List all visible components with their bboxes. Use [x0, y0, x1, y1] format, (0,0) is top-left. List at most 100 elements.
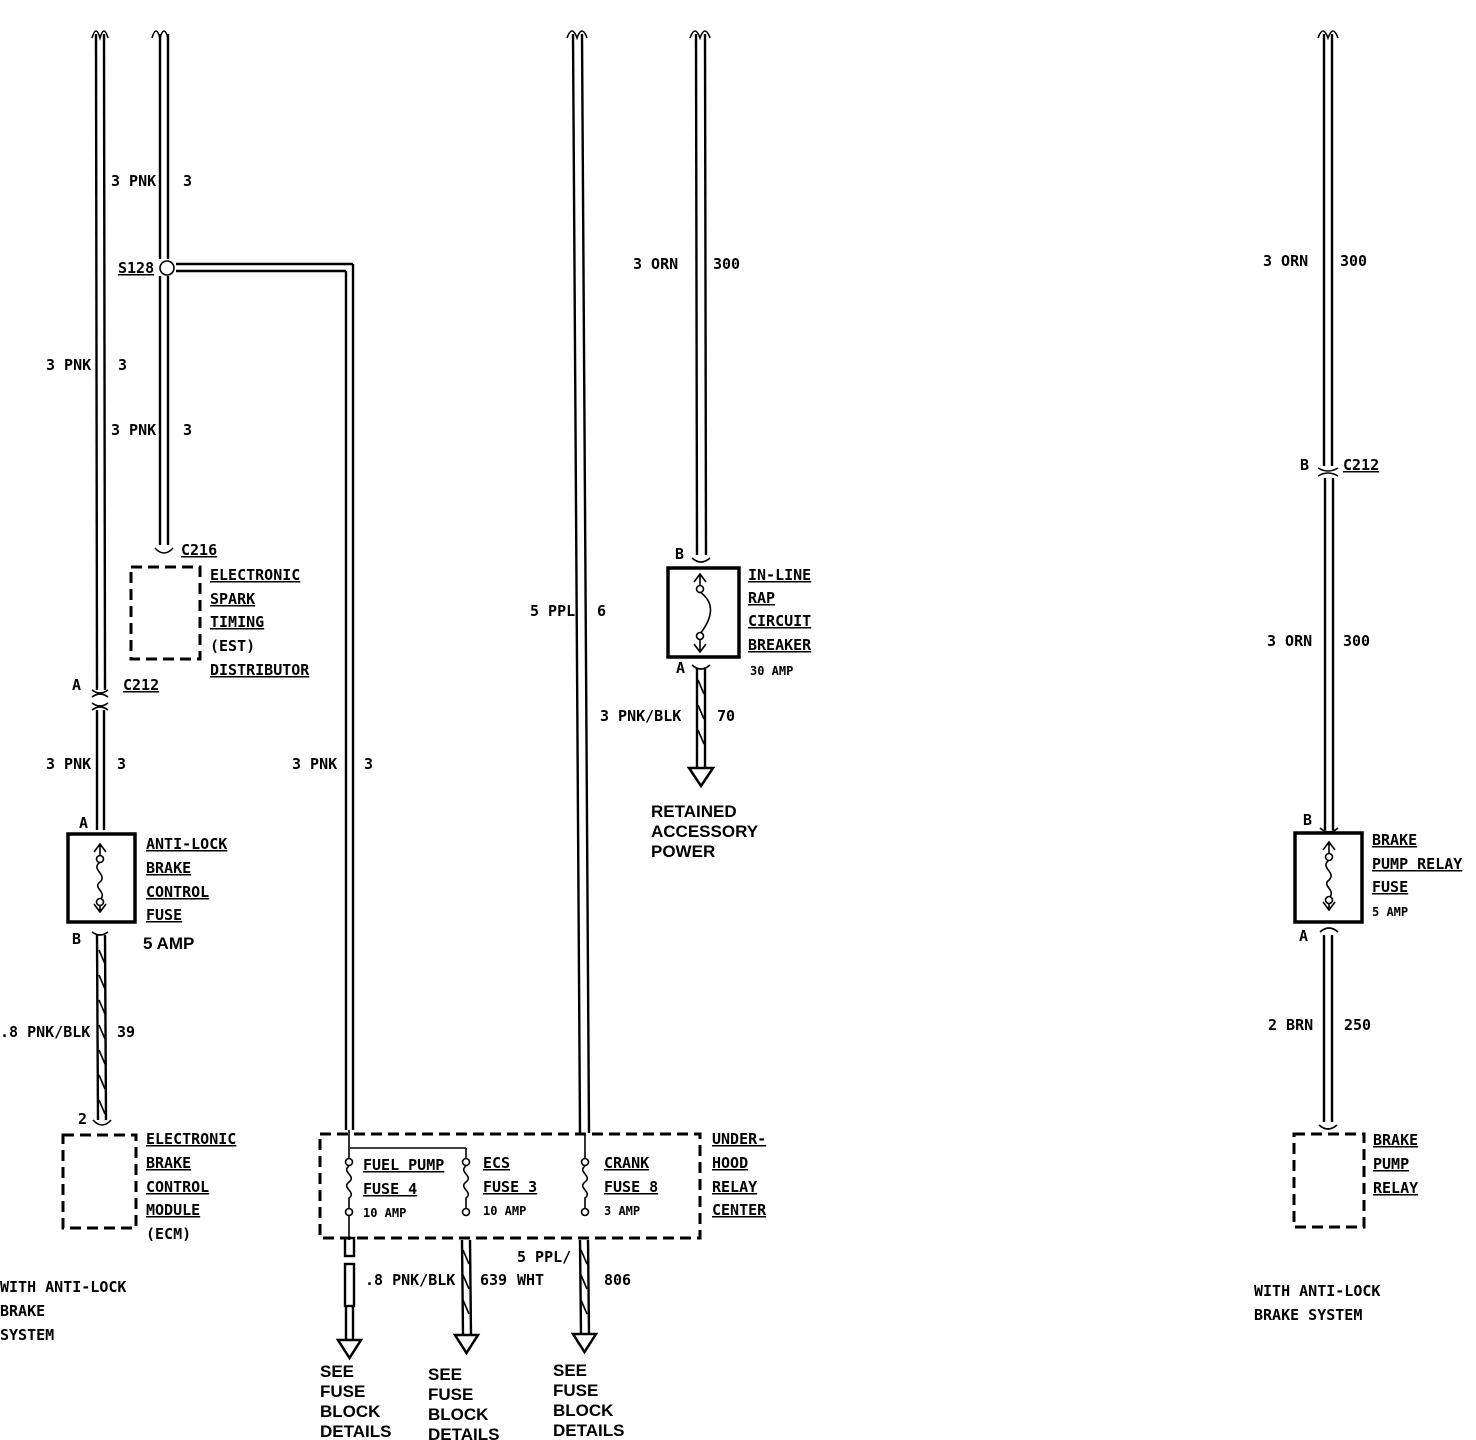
left-note-2: BRAKE	[0, 1302, 45, 1320]
c212-left-label: C212	[123, 676, 159, 694]
bpr-fuse-label-1: BRAKE	[1372, 831, 1417, 849]
see-fuse-3-line3: BLOCK	[553, 1401, 614, 1420]
ebcm-label-4: MODULE	[146, 1201, 200, 1219]
c212-right-label: C212	[1343, 456, 1379, 474]
urc-fuel-out-circuit: 639	[480, 1271, 507, 1289]
fuel-pump-fuse-symbol	[344, 1130, 354, 1240]
bpr-fuse-terminal-top	[1324, 852, 1334, 862]
left-note-3: SYSTEM	[0, 1326, 54, 1344]
urc-output-fuel-pump	[335, 1236, 364, 1361]
est-distributor-box	[129, 565, 202, 661]
w1-mid-gauge-label: 3 PNK	[46, 755, 91, 773]
wire-circuit-3-left	[91, 30, 109, 830]
ecs-fuse-label-2: FUSE 3	[483, 1178, 537, 1196]
rap-breaker-box	[666, 566, 741, 659]
w5-top-circuit: 300	[713, 255, 740, 273]
wire-circuit-70	[686, 664, 716, 789]
wire-circuit-250	[1318, 927, 1339, 1130]
urc-output-crank	[570, 1239, 599, 1355]
ecs-fuse-symbol	[461, 1148, 471, 1217]
rap-pin-top: B	[675, 545, 684, 563]
c212-right-connector-symbol	[1317, 467, 1339, 477]
urc-crank-out-circuit: 806	[604, 1271, 631, 1289]
ebcm-pin: 2	[78, 1110, 87, 1128]
urc-crank-out-gauge-1: 5 PPL/	[517, 1248, 571, 1266]
rap-breaker-symbol	[693, 572, 712, 654]
urc-label-1: UNDER-	[712, 1130, 766, 1148]
c216-label: C216	[181, 541, 217, 559]
abs-fuse-label-2: BRAKE	[146, 859, 191, 877]
wire-break-symbol	[91, 30, 109, 41]
urc-output-ecs	[452, 1239, 481, 1356]
w2-top-circuit: 3	[183, 172, 192, 190]
w4-gauge: 5 PPL	[530, 602, 575, 620]
urc-label-4: CENTER	[712, 1201, 767, 1219]
ebcm-box	[61, 1133, 138, 1230]
w1-fuse-out-gauge: .8 PNK/BLK	[0, 1023, 90, 1041]
splice-s128	[159, 260, 175, 276]
ebcm-label-2: BRAKE	[146, 1154, 191, 1172]
bpr-fuse-pin-top: B	[1303, 811, 1312, 829]
w1-top-circuit-label: 3	[118, 356, 127, 374]
rap-pin-bottom: A	[676, 659, 685, 677]
see-fuse-3-line4: DETAILS	[553, 1421, 624, 1440]
w1-fuse-out-circuit: 39	[117, 1023, 135, 1041]
underhood-relay-center-box	[318, 1132, 702, 1240]
w1-top-gauge: 3 PNK	[111, 172, 156, 190]
fuel-pump-fuse-label-2: FUSE 4	[363, 1180, 417, 1198]
see-fuse-1-line4: DETAILS	[320, 1422, 391, 1440]
right-note-1: WITH ANTI-LOCK	[1254, 1282, 1380, 1300]
rap-label-4: BREAKER	[748, 636, 812, 654]
see-fuse-2-line3: BLOCK	[428, 1405, 489, 1424]
w6-top-gauge: 3 ORN	[1263, 252, 1308, 270]
w6-top-circuit: 300	[1340, 252, 1367, 270]
rap-rating: 30 AMP	[750, 664, 793, 678]
wire-circuit-3-est	[151, 30, 355, 1130]
c212-left-connector-symbol	[91, 689, 109, 711]
bpr-fuse-label-3: FUSE	[1372, 878, 1408, 896]
w4-circuit: 6	[597, 602, 606, 620]
urc-fuel-out-gauge: .8 PNK/BLK	[365, 1271, 455, 1289]
see-fuse-2-line1: SEE	[428, 1365, 462, 1384]
rap-output-arrow	[686, 766, 716, 789]
retained-power-2: ACCESSORY	[651, 822, 759, 841]
urc-label-3: RELAY	[712, 1178, 757, 1196]
urc-crank-out-gauge-2: WHT	[517, 1271, 544, 1289]
retained-power-3: POWER	[651, 842, 715, 861]
brake-pump-relay-box	[1292, 1132, 1366, 1229]
w2-low-gauge: 3 PNK	[111, 421, 156, 439]
rap-terminal-top	[695, 584, 705, 594]
bpr-fuse-label-2: PUMP RELAY	[1372, 855, 1462, 873]
see-fuse-3-line2: FUSE	[553, 1381, 598, 1400]
rap-label-1: IN-LINE	[748, 566, 811, 584]
abs-fuse-rating: 5 AMP	[143, 934, 194, 953]
abs-fuse-label-3: CONTROL	[146, 883, 209, 901]
ecs-fuse-label-1: ECS	[483, 1154, 510, 1172]
w5-low-gauge: 3 PNK/BLK	[600, 707, 681, 725]
est-label-4: (EST)	[210, 637, 255, 655]
see-fuse-1-line2: FUSE	[320, 1382, 365, 1401]
c212-right-pin: B	[1300, 456, 1309, 474]
abs-fuse-box	[66, 832, 137, 924]
w3-circuit: 3	[364, 755, 373, 773]
bpr-fuse-pin-bottom: A	[1299, 927, 1308, 945]
est-label-1: ELECTRONIC	[210, 566, 300, 584]
bpr-fuse-symbol	[1322, 840, 1336, 912]
abs-fuse-terminal-top	[95, 854, 105, 864]
bpr-label-2: PUMP	[1373, 1155, 1409, 1173]
left-note-1: WITH ANTI-LOCK	[0, 1278, 126, 1296]
w5-top-gauge: 3 ORN	[633, 255, 678, 273]
abs-fuse-label-4: FUSE	[146, 906, 182, 924]
crank-fuse-label-1: CRANK	[604, 1154, 649, 1172]
est-label-3: TIMING	[210, 613, 264, 631]
est-label-2: SPARK	[210, 590, 255, 608]
w6-mid-circuit: 300	[1343, 632, 1370, 650]
wire-circuit-39	[91, 931, 112, 1126]
w3-gauge: 3 PNK	[292, 755, 337, 773]
urc-label-2: HOOD	[712, 1154, 748, 1172]
w1-mid-circuit-label: 3	[117, 755, 126, 773]
bpr-label-1: BRAKE	[1373, 1131, 1418, 1149]
see-fuse-1-line1: SEE	[320, 1362, 354, 1381]
w1-top-gauge-label: 3 PNK	[46, 356, 91, 374]
